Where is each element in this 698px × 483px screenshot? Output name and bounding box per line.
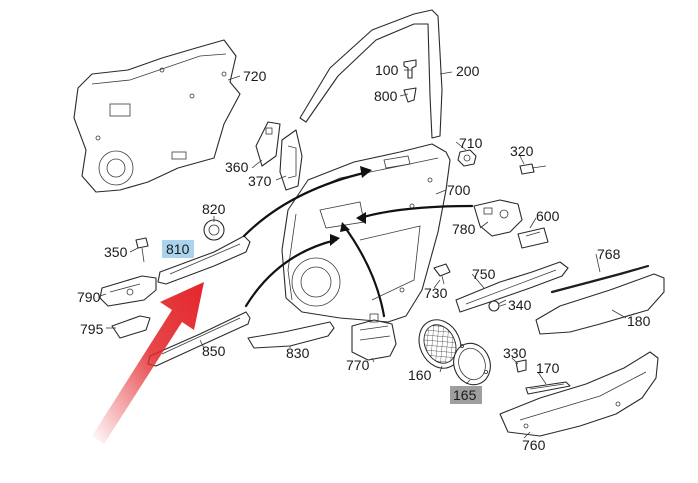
label-350: 350 (104, 244, 128, 260)
speaker-ring-part (453, 342, 491, 386)
label-760: 760 (522, 437, 546, 453)
handle-cover-part (111, 315, 151, 339)
armrest-cover-part (535, 273, 665, 335)
door-trim-panel-part (499, 351, 659, 437)
trim-strip-810-part (157, 235, 251, 285)
leader-lines (99, 69, 627, 439)
connector-part (517, 227, 549, 249)
clip-part (403, 59, 417, 103)
highlight-165 (450, 386, 482, 404)
clip-730-part (433, 263, 451, 285)
assembly-arrows (242, 170, 474, 318)
trim-830-part (247, 321, 335, 349)
label-700: 700 (447, 182, 471, 198)
label-730: 730 (424, 285, 448, 301)
insulation-panel-part (73, 39, 241, 193)
label-170: 170 (536, 360, 560, 376)
label-600: 600 (536, 208, 560, 224)
label-330: 330 (503, 345, 527, 361)
badge-part (525, 381, 571, 395)
handle-housing-part (99, 275, 157, 307)
label-810: 810 (166, 241, 190, 257)
bracket-part (473, 199, 523, 237)
label-770: 770 (346, 357, 370, 373)
label-820: 820 (202, 201, 226, 217)
seal-strip-part (550, 264, 650, 294)
label-180: 180 (627, 313, 651, 329)
label-100: 100 (375, 62, 399, 78)
label-160: 160 (408, 367, 432, 383)
door-inner-panel (281, 143, 451, 323)
label-720: 720 (243, 68, 267, 84)
highlight-810 (162, 240, 194, 258)
part-labels: 720 100 200 800 710 320 360 370 700 820 … (77, 62, 651, 453)
mirror-trim-part (255, 121, 303, 191)
label-850: 850 (202, 343, 226, 359)
handle-rail-part (455, 261, 569, 313)
nut-part (457, 149, 477, 167)
label-370: 370 (248, 173, 272, 189)
label-830: 830 (286, 345, 310, 361)
label-165: 165 (453, 387, 477, 403)
label-790: 790 (77, 289, 101, 305)
label-795: 795 (80, 321, 104, 337)
label-320: 320 (510, 143, 534, 159)
screw-350-part (135, 237, 149, 263)
label-780: 780 (452, 221, 476, 237)
window-seal-part (299, 9, 443, 139)
assembly-arrow-heads (330, 166, 372, 246)
window-switch-part (351, 313, 397, 361)
label-360: 360 (225, 159, 249, 175)
clip-330-part (515, 359, 527, 373)
grommet-part (203, 219, 225, 241)
label-200: 200 (456, 63, 480, 79)
label-800: 800 (374, 88, 398, 104)
label-768: 768 (597, 246, 621, 262)
label-710: 710 (459, 135, 483, 151)
label-340: 340 (508, 297, 532, 313)
screw-320-part (519, 163, 547, 175)
label-750: 750 (472, 266, 496, 282)
speaker-grille-part (418, 319, 462, 369)
red-pointer-arrow (92, 282, 204, 444)
